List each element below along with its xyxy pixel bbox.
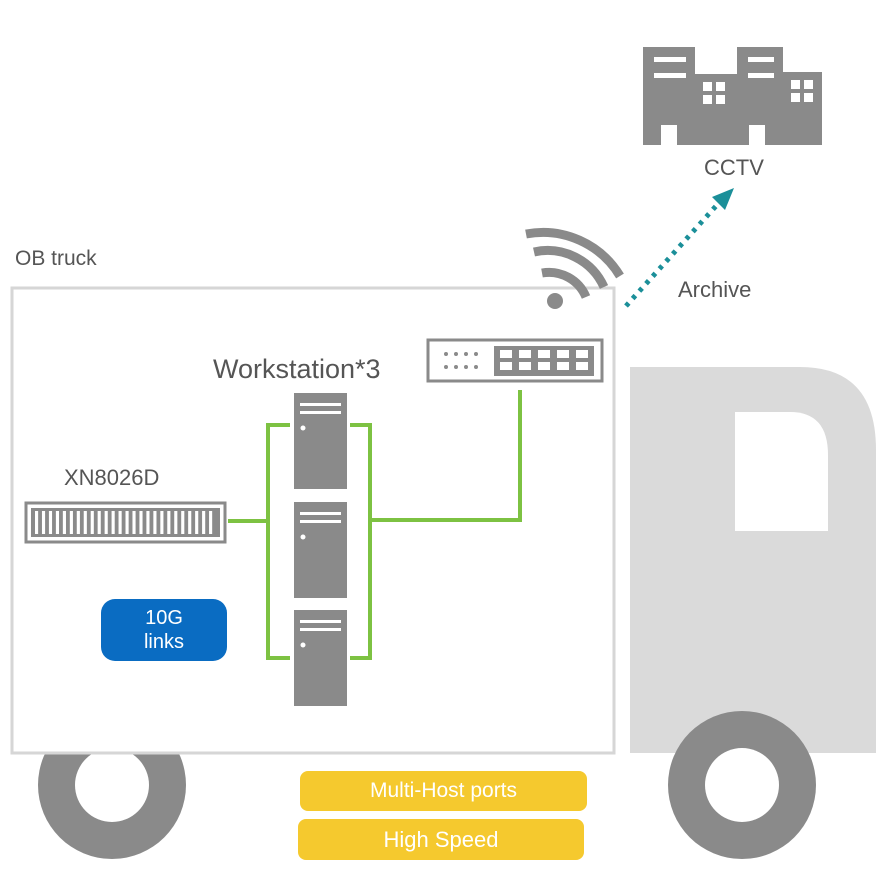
links-badge-line2: links [143,631,184,653]
nas-drive-bay [111,511,115,534]
network-switch-icon [426,338,604,383]
nas-drive-bay [35,511,39,534]
nas-drive-bay [97,511,101,534]
truck-cab [630,367,876,753]
nas-label: XN8026D [64,465,160,490]
nas-drive-bay [125,511,129,534]
nas-drive-bay [181,511,185,534]
nas-drive-bay [167,511,171,534]
multi-host-badge: Multi-Host ports [300,771,587,811]
nas-drive-bay [202,511,206,534]
links-badge: 10G links [101,599,227,661]
nas-drive-bay [69,511,73,534]
nas-drive-bay [76,511,80,534]
nas-drive-bay [195,511,199,534]
nas-drive-bay [62,511,66,534]
truck-wheel-front [668,711,816,859]
ob-truck-label: OB truck [15,247,97,270]
nas-drive-bay [41,511,46,534]
nas-drive-bay [209,511,213,534]
workstation-label: Workstation*3 [213,354,381,384]
rack-nas-icon [24,501,227,544]
nas-drive-bay [160,511,164,534]
link-lines [228,390,522,660]
building-icon [643,47,822,145]
archive-label: Archive [678,277,752,302]
truck-window [735,412,828,531]
server-tower-icon [294,393,347,489]
nas-drive-bay [83,511,87,534]
nas-drive-bay [188,511,192,534]
nas-drive-bay [90,511,94,534]
wifi-icon [525,227,624,309]
archive-arrow [624,188,734,308]
nas-drive-bay [104,511,108,534]
nas-drive-bay [174,511,178,534]
high-speed-badge: High Speed [298,819,584,860]
nas-drive-bay [153,511,157,534]
nas-drive-bay [132,511,136,534]
server-tower-icon [294,610,347,706]
links-badge-line1: 10G [145,607,183,629]
nas-drive-bay [139,511,143,534]
nas-drive-bay [55,511,60,534]
nas-drive-bay [48,511,53,534]
cctv-label: CCTV [704,155,764,180]
nas-drive-bay [118,511,122,534]
server-tower-icon [294,502,347,598]
nas-drive-bay [146,511,150,534]
